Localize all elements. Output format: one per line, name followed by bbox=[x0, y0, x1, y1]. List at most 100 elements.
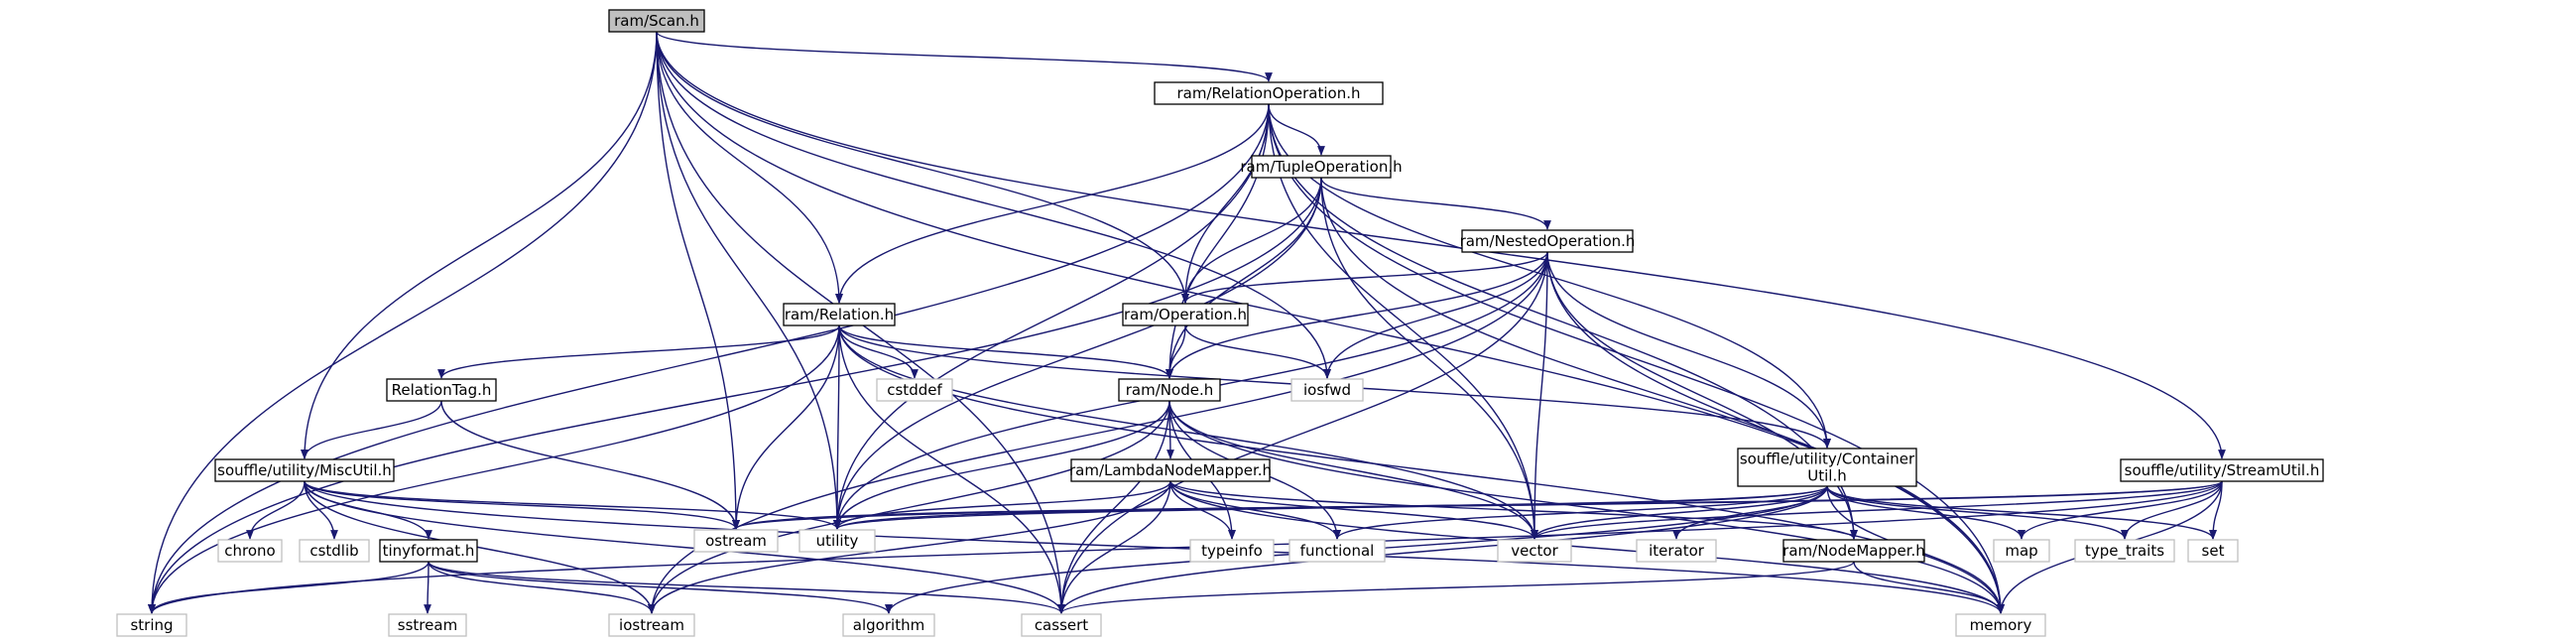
edge-relop-to-relation bbox=[835, 103, 1270, 304]
edge-node-to-vector bbox=[1168, 400, 1538, 540]
edge-tinyformat-to-cassert bbox=[428, 561, 1065, 614]
edge-nestedop-to-memory bbox=[1546, 251, 2005, 614]
node-sstream: sstream bbox=[388, 613, 467, 637]
edge-streamutil-to-string bbox=[148, 480, 2223, 614]
nodes-layer: ram/Scan.h ram/RelationOperation.h ram/Tup… bbox=[116, 9, 2324, 637]
edge-scan-to-string bbox=[148, 31, 658, 614]
node-label-lambda: ram/LambdaNodeMapper.h bbox=[1069, 461, 1272, 479]
edge-scan-to-relop bbox=[656, 31, 1273, 82]
node-box-tinyformat bbox=[379, 539, 478, 563]
node-label-nestedop: ram/NestedOperation.h bbox=[1460, 232, 1636, 250]
node-label-vector: vector bbox=[1511, 542, 1558, 560]
node-label-tinyformat: tinyformat.h bbox=[383, 542, 475, 560]
node-string: string bbox=[116, 613, 187, 637]
edge-node-to-cassert bbox=[1057, 400, 1170, 614]
node-reltag[interactable]: RelationTag.h bbox=[386, 378, 497, 402]
node-label-utility: utility bbox=[816, 532, 859, 550]
edge-node-to-iostream bbox=[648, 400, 1170, 614]
edge-container-to-map bbox=[1826, 485, 2025, 540]
node-relation[interactable]: ram/Relation.h bbox=[783, 303, 896, 326]
node-box-iterator bbox=[1636, 539, 1717, 563]
edge-miscutil-to-iostream bbox=[304, 480, 656, 614]
edge-miscutil-to-ostream bbox=[304, 480, 740, 530]
edge-relation-to-string bbox=[148, 324, 840, 614]
edge-relop-to-utility bbox=[833, 103, 1270, 530]
node-typeinfo: typeinfo bbox=[1189, 539, 1275, 563]
edge-nodemapper-to-cassert bbox=[1057, 561, 1855, 614]
node-label-iterator: iterator bbox=[1649, 542, 1705, 560]
edge-operation-to-node bbox=[1165, 324, 1186, 379]
node-box-tupleop bbox=[1251, 155, 1392, 179]
node-operation[interactable]: ram/Operation.h bbox=[1122, 303, 1249, 326]
edge-lambda-to-nodemapper bbox=[1169, 480, 1858, 540]
node-chrono: chrono bbox=[217, 539, 283, 563]
node-memory: memory bbox=[1955, 613, 2046, 637]
node-tinyformat[interactable]: tinyformat.h bbox=[379, 539, 478, 563]
node-label-tupleop: ram/TupleOperation.h bbox=[1240, 158, 1402, 176]
node-label-iosfwd: iosfwd bbox=[1303, 381, 1351, 399]
node-miscutil[interactable]: souffle/utility/MiscUtil.h bbox=[214, 458, 395, 482]
edge-container-to-cassert bbox=[1057, 485, 1828, 614]
edge-tinyformat-to-iostream bbox=[428, 561, 656, 614]
edge-miscutil-to-memory bbox=[304, 480, 2005, 614]
node-lambda[interactable]: ram/LambdaNodeMapper.h bbox=[1069, 458, 1272, 482]
node-box-relation bbox=[783, 303, 896, 326]
node-box-vector bbox=[1497, 539, 1572, 563]
edge-streamutil-to-vector bbox=[1531, 480, 2223, 540]
node-box-memory bbox=[1955, 613, 2046, 637]
node-box-iostream bbox=[608, 613, 695, 637]
node-scan: ram/Scan.h bbox=[608, 9, 705, 33]
node-box-nestedop bbox=[1461, 229, 1634, 253]
node-label-map: map bbox=[2005, 542, 2037, 560]
node-label-node: ram/Node.h bbox=[1126, 381, 1213, 399]
node-nestedop[interactable]: ram/NestedOperation.h bbox=[1460, 229, 1636, 253]
edge-nestedop-to-iosfwd bbox=[1323, 251, 1548, 379]
edge-tupleop-to-nestedop bbox=[1320, 177, 1551, 230]
edge-miscutil-to-cassert bbox=[304, 480, 1065, 614]
edge-scan-to-ostream bbox=[656, 31, 740, 530]
node-box-map bbox=[1993, 539, 2050, 563]
edge-scan-to-iosfwd bbox=[656, 31, 1331, 379]
node-relop[interactable]: ram/RelationOperation.h bbox=[1154, 81, 1384, 105]
edge-nestedop-to-node bbox=[1165, 251, 1548, 379]
node-label-ostream: ostream bbox=[705, 532, 767, 550]
node-label-cassert: cassert bbox=[1035, 616, 1088, 634]
node-tupleop[interactable]: ram/TupleOperation.h bbox=[1240, 155, 1403, 179]
edge-node-to-utility bbox=[833, 400, 1170, 530]
edge-nestedop-to-container bbox=[1546, 251, 1831, 449]
edge-lambda-to-memory bbox=[1169, 480, 2005, 614]
node-streamutil[interactable]: souffle/utility/StreamUtil.h bbox=[2120, 458, 2324, 482]
edge-relation-to-cstddef bbox=[838, 324, 919, 379]
node-label-miscutil: souffle/utility/MiscUtil.h bbox=[217, 461, 392, 479]
node-label-string: string bbox=[130, 616, 173, 634]
edge-container-to-type_traits bbox=[1826, 485, 2129, 540]
node-node[interactable]: ram/Node.h bbox=[1118, 378, 1221, 402]
edge-tinyformat-to-sstream bbox=[424, 561, 431, 614]
node-label-reltag: RelationTag.h bbox=[392, 381, 492, 399]
node-box-relop bbox=[1154, 81, 1384, 105]
edge-scan-to-operation bbox=[656, 31, 1189, 304]
edge-node-to-memory bbox=[1168, 400, 2005, 614]
edge-operation-to-iosfwd bbox=[1184, 324, 1331, 379]
node-box-scan bbox=[608, 9, 705, 33]
node-cstddef: cstddef bbox=[876, 378, 953, 402]
node-nodemapper[interactable]: ram/NodeMapper.h bbox=[1782, 539, 1925, 563]
node-label-typeinfo: typeinfo bbox=[1201, 542, 1263, 560]
node-box-chrono bbox=[217, 539, 283, 563]
node-box-miscutil bbox=[214, 458, 395, 482]
edge-lambda-to-utility bbox=[833, 480, 1171, 530]
node-label-container-1: Util.h bbox=[1807, 467, 1846, 485]
edge-tupleop-to-string bbox=[148, 177, 1322, 614]
edge-tinyformat-to-algorithm bbox=[428, 561, 893, 614]
edge-relop-to-node bbox=[1165, 103, 1270, 379]
node-box-functional bbox=[1288, 539, 1386, 563]
node-map: map bbox=[1993, 539, 2050, 563]
edge-scan-to-utility bbox=[656, 31, 841, 530]
edge-tupleop-to-utility bbox=[833, 177, 1322, 530]
node-type_traits: type_traits bbox=[2074, 539, 2175, 563]
edge-tinyformat-to-string bbox=[148, 561, 429, 614]
edge-miscutil-to-utility bbox=[304, 480, 841, 530]
edge-relop-to-string bbox=[148, 103, 1270, 614]
node-label-cstdlib: cstdlib bbox=[309, 542, 358, 560]
